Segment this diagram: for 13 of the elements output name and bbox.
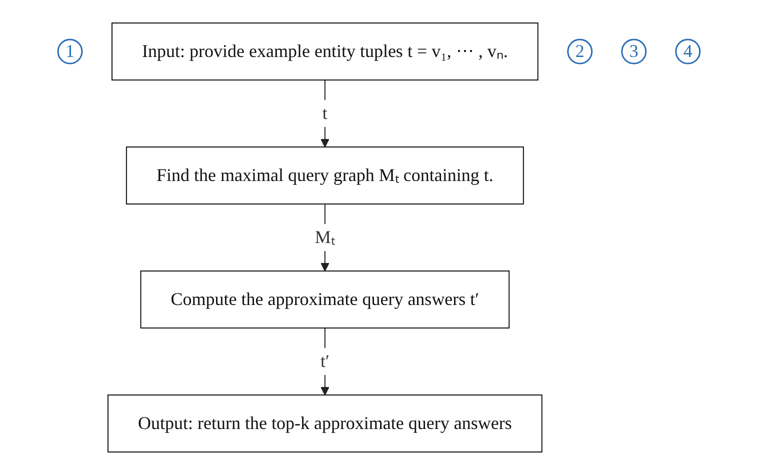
node-circle: 1: [56, 38, 82, 64]
node-box: Output: return the top-k approximate query answers: [107, 394, 542, 452]
edge-label: Mₜ: [314, 226, 335, 246]
node-circle: 2: [566, 38, 592, 64]
node-box: Input: provide example entity tuples t = v₁, ⋯ , vₙ.: [111, 22, 538, 80]
node-circle: 4: [674, 38, 700, 64]
edge-label: t′: [320, 350, 329, 370]
arrow: [320, 79, 329, 147]
edge-label: t: [322, 102, 328, 122]
node-circle: 3: [620, 38, 646, 64]
arrow: [320, 327, 329, 395]
node-box: Find the maximal query graph Mₜ containing t.: [126, 146, 524, 204]
node-box: Compute the approximate query answers t′: [140, 270, 510, 328]
